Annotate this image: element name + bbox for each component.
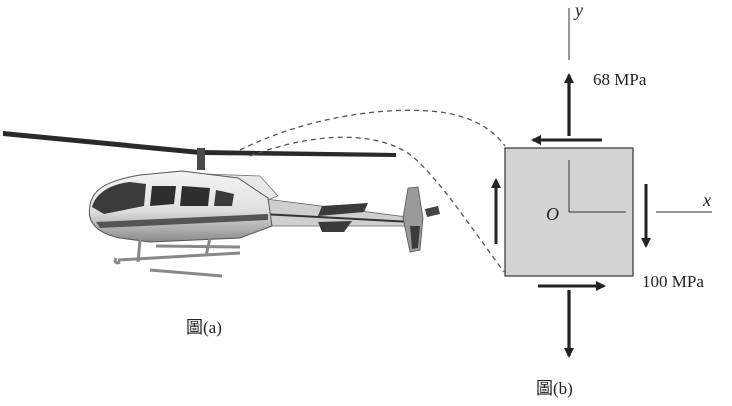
helicopter-illustration <box>3 131 440 278</box>
normal-stress-label: 68 MPa <box>593 70 647 89</box>
figure-b-caption: 圖(b) <box>536 379 573 398</box>
stress-element <box>491 8 712 358</box>
leader-line-lower <box>249 136 505 273</box>
tail-rotor <box>425 206 440 217</box>
cockpit-window <box>92 182 146 214</box>
origin-label: O <box>546 204 559 224</box>
leader-lines <box>239 109 506 273</box>
x-axis-label: x <box>703 190 711 210</box>
horizontal-stabilizer <box>318 203 368 216</box>
landing-skids <box>113 237 241 278</box>
leader-line-upper <box>239 109 506 151</box>
y-axis-label: y <box>575 0 583 20</box>
figure-a-caption: 圖(a) <box>186 318 222 337</box>
shear-stress-label: 100 MPa <box>642 272 704 291</box>
rotor-mast <box>197 148 205 170</box>
